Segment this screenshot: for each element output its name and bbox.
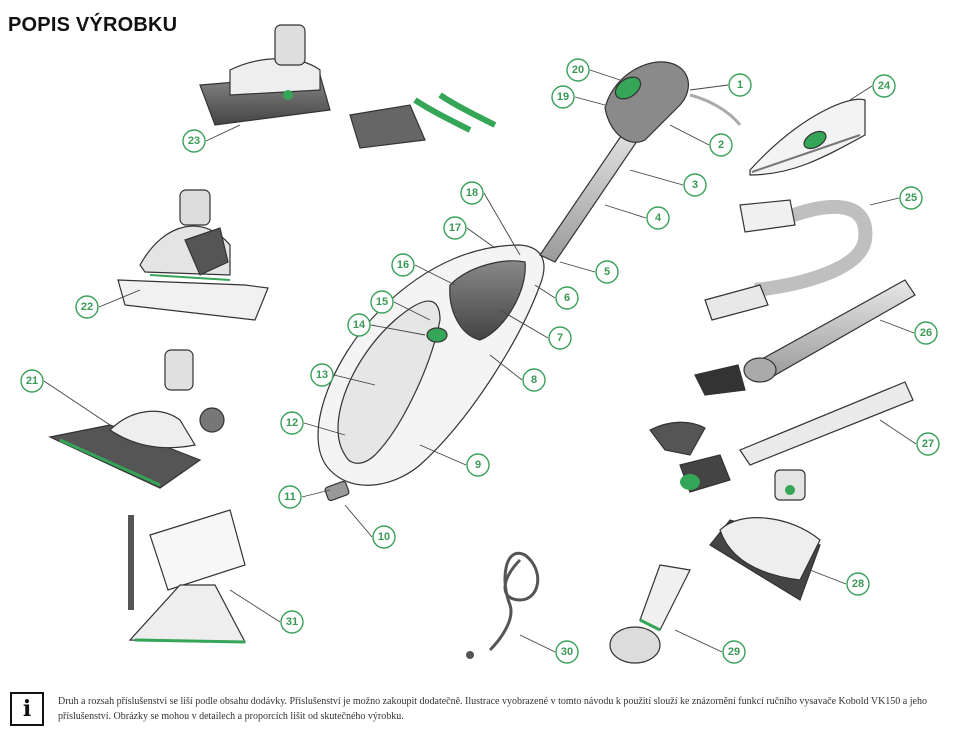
callouts: 1 2 3 4 5 6 7 8 9 10 11 12 13 14 15 16 1… bbox=[20, 58, 940, 664]
callout-28: 28 bbox=[846, 572, 870, 596]
callout-label: 25 bbox=[905, 192, 917, 204]
callout-label: 7 bbox=[557, 332, 563, 344]
dust-brush bbox=[609, 564, 691, 664]
callout-label: 30 bbox=[561, 646, 573, 658]
info-note: Druh a rozsah příslušenství se liší podl… bbox=[58, 696, 927, 722]
callout-label: 1 bbox=[737, 79, 743, 91]
callout-label: 4 bbox=[655, 212, 662, 224]
info-icon: i bbox=[10, 692, 44, 726]
callout-11: 11 bbox=[278, 485, 302, 509]
crevice-tube bbox=[649, 381, 914, 493]
callout-30: 30 bbox=[555, 640, 579, 664]
callout-label: 10 bbox=[378, 531, 390, 543]
callout-15: 15 bbox=[370, 290, 394, 314]
callout-7: 7 bbox=[548, 326, 572, 350]
callout-label: 9 bbox=[475, 459, 481, 471]
turbo-brush bbox=[199, 24, 331, 126]
callout-label: 18 bbox=[466, 187, 478, 199]
callout-3: 3 bbox=[683, 173, 707, 197]
leader-lines bbox=[43, 69, 917, 653]
callout-2: 2 bbox=[709, 133, 733, 157]
brush-rollers bbox=[349, 92, 497, 149]
callout-5: 5 bbox=[595, 260, 619, 284]
callout-14: 14 bbox=[347, 313, 371, 337]
callout-label: 23 bbox=[188, 135, 200, 147]
callout-label: 8 bbox=[531, 374, 537, 386]
callout-25: 25 bbox=[899, 186, 923, 210]
callout-16: 16 bbox=[391, 253, 415, 277]
callout-label: 13 bbox=[316, 369, 328, 381]
callout-20: 20 bbox=[566, 58, 590, 82]
callout-label: 26 bbox=[920, 327, 932, 339]
callout-21: 21 bbox=[20, 369, 44, 393]
callout-24: 24 bbox=[872, 74, 896, 98]
callout-1: 1 bbox=[728, 73, 752, 97]
callout-label: 3 bbox=[692, 179, 698, 191]
callout-label: 5 bbox=[604, 266, 610, 278]
callout-23: 23 bbox=[182, 129, 206, 153]
hard-floor-nozzle bbox=[48, 349, 225, 489]
info-footer: i Druh a rozsah příslušenství se liší po… bbox=[0, 684, 960, 750]
power-cable bbox=[466, 551, 540, 659]
main-vacuum-body bbox=[317, 61, 742, 502]
callout-label: 21 bbox=[26, 375, 38, 387]
callout-label: 24 bbox=[878, 80, 891, 92]
callout-label: 31 bbox=[286, 616, 298, 628]
floor-nozzle bbox=[117, 189, 269, 321]
callout-6: 6 bbox=[555, 286, 579, 310]
callout-label: 2 bbox=[718, 139, 724, 151]
callout-18: 18 bbox=[460, 181, 484, 205]
window-squeegee bbox=[128, 509, 247, 644]
callout-31: 31 bbox=[280, 610, 304, 634]
callout-label: 29 bbox=[728, 646, 740, 658]
upholstery-nozzle bbox=[749, 98, 866, 176]
callout-label: 11 bbox=[284, 491, 296, 503]
flexible-hose bbox=[704, 199, 873, 321]
callout-9: 9 bbox=[466, 453, 490, 477]
callout-label: 20 bbox=[572, 64, 584, 76]
callout-label: 28 bbox=[852, 578, 864, 590]
extension-tube bbox=[694, 279, 916, 396]
callout-4: 4 bbox=[646, 206, 670, 230]
callout-label: 27 bbox=[922, 438, 934, 450]
callout-10: 10 bbox=[372, 525, 396, 549]
callout-label: 22 bbox=[81, 301, 93, 313]
callout-8: 8 bbox=[522, 368, 546, 392]
callout-label: 14 bbox=[353, 319, 366, 331]
page-title: POPIS VÝROBKU bbox=[8, 14, 178, 36]
callout-label: 16 bbox=[397, 259, 409, 271]
callout-label: 15 bbox=[376, 296, 388, 308]
product-diagram: 1 2 3 4 5 6 7 8 9 10 11 12 13 14 15 16 1… bbox=[20, 24, 940, 664]
callout-19: 19 bbox=[551, 85, 575, 109]
callout-13: 13 bbox=[310, 363, 334, 387]
callout-29: 29 bbox=[722, 640, 746, 664]
callout-label: 19 bbox=[557, 91, 569, 103]
callout-26: 26 bbox=[914, 321, 938, 345]
callout-27: 27 bbox=[916, 432, 940, 456]
callout-22: 22 bbox=[75, 295, 99, 319]
callout-17: 17 bbox=[443, 216, 467, 240]
mop-head bbox=[709, 469, 821, 601]
callout-label: 6 bbox=[564, 292, 570, 304]
callout-12: 12 bbox=[280, 411, 304, 435]
callout-label: 17 bbox=[449, 222, 461, 234]
callout-label: 12 bbox=[286, 417, 298, 429]
